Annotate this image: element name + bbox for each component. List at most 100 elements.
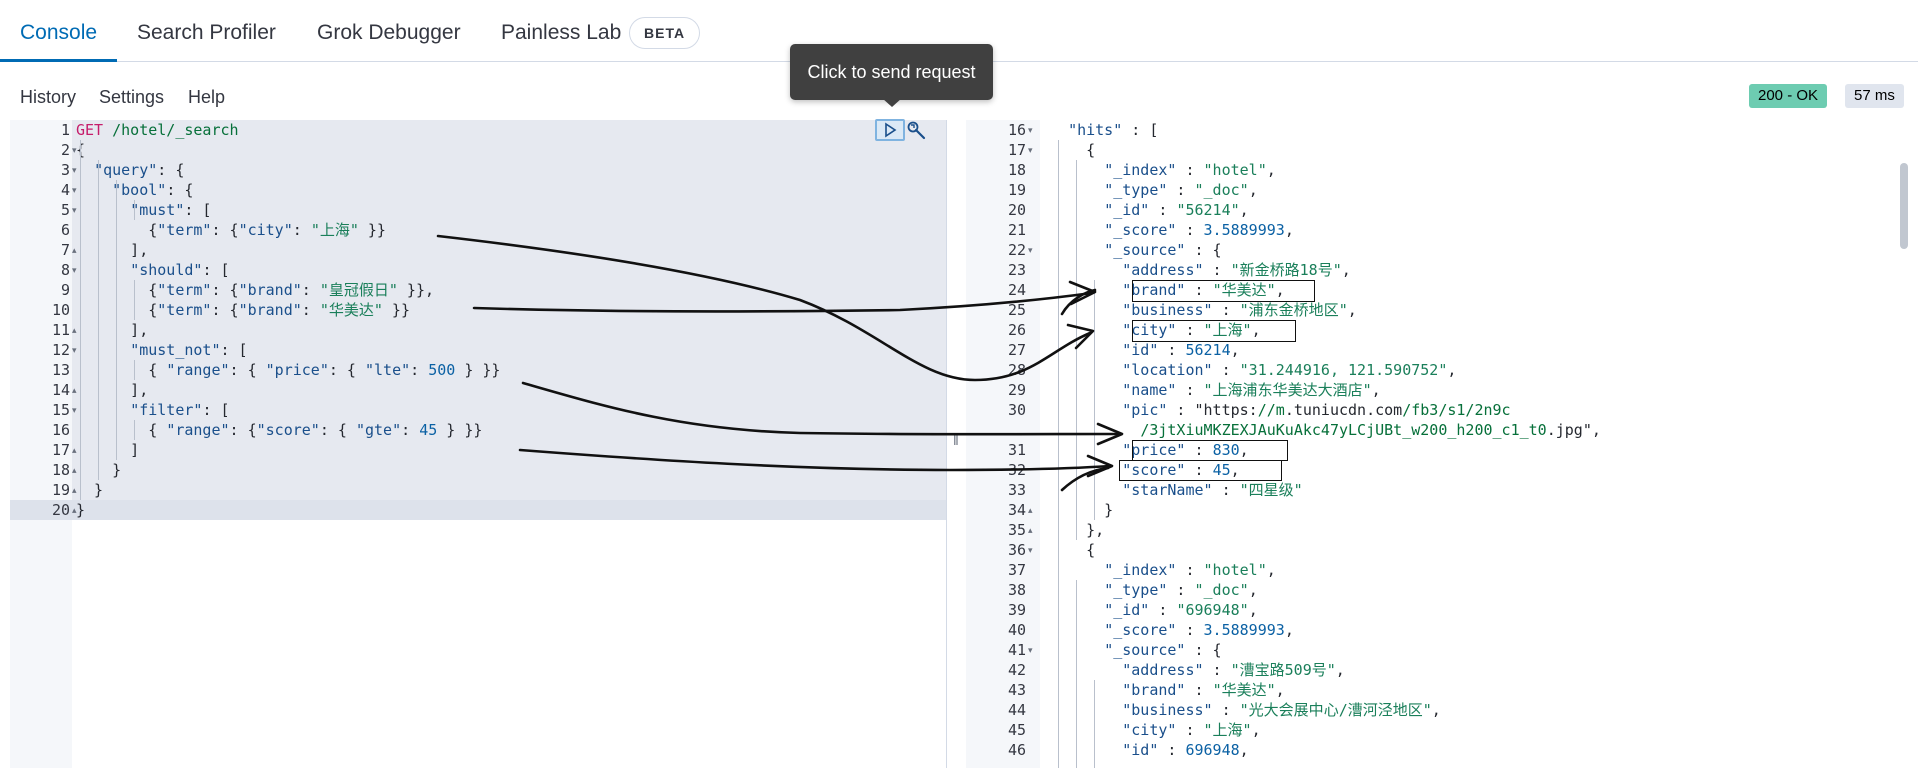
response-code-line: "id" : 696948,	[1122, 741, 1249, 759]
tooltip-arrow	[882, 98, 902, 107]
response-line-number: 31	[1007, 441, 1026, 459]
highlight-box-score	[1119, 460, 1282, 481]
response-line-number: 30	[1007, 401, 1026, 419]
response-line-number: 40	[1007, 621, 1026, 639]
fold-toggle-icon[interactable]: ▾	[1028, 545, 1033, 555]
indent-guide	[98, 160, 99, 480]
request-selection-highlight	[72, 120, 946, 520]
response-line-number: 32	[1007, 461, 1026, 479]
request-code-line: {"term": {"brand": "皇冠假日" }},	[76, 281, 435, 299]
fold-toggle-icon[interactable]: ▾	[72, 405, 77, 415]
indent-guide	[134, 280, 135, 320]
active-line-highlight	[10, 500, 946, 520]
response-line-number: 24	[1007, 281, 1026, 299]
indent-guide	[1094, 280, 1095, 520]
response-code-line: "hits" : [	[1068, 121, 1159, 139]
request-code-line: ],	[76, 381, 149, 399]
response-line-number: 46	[1007, 741, 1026, 759]
response-code-line: }	[1050, 501, 1114, 519]
response-line-number: 36	[1007, 541, 1026, 559]
response-line-number: 44	[1007, 701, 1026, 719]
response-line-number: 34	[1007, 501, 1026, 519]
request-line-number: 7	[60, 241, 70, 259]
fold-toggle-icon[interactable]: ▴	[72, 485, 77, 495]
fold-toggle-icon[interactable]: ▴	[1028, 505, 1033, 515]
response-scrollbar[interactable]	[1900, 163, 1908, 249]
response-code-line: "business" : "浦东金桥地区",	[1122, 301, 1357, 319]
history-menu[interactable]: History	[20, 87, 77, 107]
response-code-line: "city" : "上海",	[1122, 721, 1261, 739]
request-line-number: 9	[60, 281, 70, 299]
response-code-line: "_source" : {	[1104, 241, 1222, 259]
indent-guide	[134, 420, 135, 440]
tab-search-profiler[interactable]: Search Profiler	[137, 21, 276, 44]
request-code-line: {"term": {"city": "上海" }}	[76, 221, 386, 239]
fold-toggle-icon[interactable]: ▾	[72, 265, 77, 275]
response-code-line: },	[1050, 521, 1105, 539]
beta-badge: BETA	[629, 17, 701, 49]
request-line-number: 16	[51, 421, 70, 439]
request-code-line: ]	[76, 441, 140, 459]
request-line-number: 14	[51, 381, 70, 399]
request-code-line: }	[76, 501, 86, 519]
request-line-number: 18	[51, 461, 70, 479]
indent-guide	[1058, 140, 1059, 768]
resizer-grip-icon[interactable]: ‖	[953, 432, 959, 448]
response-line-number: 23	[1007, 261, 1026, 279]
fold-toggle-icon[interactable]: ▾	[72, 205, 77, 215]
response-line-number: 18	[1007, 161, 1026, 179]
request-code-line: "should": [	[130, 261, 230, 279]
fold-toggle-icon[interactable]: ▾	[72, 185, 77, 195]
fold-toggle-icon[interactable]: ▾	[72, 145, 77, 155]
settings-menu[interactable]: Settings	[99, 87, 165, 107]
response-code-line: "score" : 45,	[1122, 461, 1240, 479]
response-code-line: "id" : 56214,	[1122, 341, 1240, 359]
response-code-line: "brand" : "华美达",	[1122, 681, 1285, 699]
response-line-number: 42	[1007, 661, 1026, 679]
fold-toggle-icon[interactable]: ▴	[72, 385, 77, 395]
response-code-line: "address" : "漕宝路509号",	[1122, 661, 1345, 679]
tab-painless-lab[interactable]: Painless Lab	[501, 21, 622, 44]
request-gutter	[10, 120, 72, 768]
tab-grok-debugger[interactable]: Grok Debugger	[317, 21, 461, 44]
response-line-number: 28	[1007, 361, 1026, 379]
response-code-line: "_source" : {	[1104, 641, 1222, 659]
fold-toggle-icon[interactable]: ▾	[1028, 645, 1033, 655]
response-line-number: 19	[1007, 181, 1026, 199]
request-code-line: }	[76, 481, 104, 499]
indent-guide	[80, 140, 81, 500]
response-code-line: "location" : "31.244916, 121.590752",	[1122, 361, 1457, 379]
fold-toggle-icon[interactable]: ▴	[72, 445, 77, 455]
fold-toggle-icon[interactable]: ▴	[1028, 525, 1033, 535]
response-code-line: "_index" : "hotel",	[1104, 161, 1276, 179]
response-line-number: 16	[1007, 121, 1026, 139]
send-request-button[interactable]	[875, 119, 905, 141]
request-code-line: "filter": [	[130, 401, 230, 419]
response-line-number: 33	[1007, 481, 1026, 499]
response-line-number: 22	[1007, 241, 1026, 259]
indent-guide	[134, 200, 135, 220]
request-code-line: "bool": {	[112, 181, 194, 199]
fold-toggle-icon[interactable]: ▾	[1028, 145, 1033, 155]
fold-toggle-icon[interactable]: ▴	[72, 325, 77, 335]
tab-console[interactable]: Console	[20, 21, 98, 44]
response-line-number: 45	[1007, 721, 1026, 739]
request-code-line: {"term": {"brand": "华美达" }}	[76, 301, 410, 319]
fold-toggle-icon[interactable]: ▾	[1028, 125, 1033, 135]
response-code-line: "_type" : "_doc",	[1104, 581, 1258, 599]
response-line-number: 37	[1007, 561, 1026, 579]
response-code-line: "_index" : "hotel",	[1104, 561, 1276, 579]
response-line-number: 21	[1007, 221, 1026, 239]
request-line-number: 11	[51, 321, 70, 339]
response-code-line: /3jtXiuMKZEXJAuKuAkc47yLCjUBt_w200_h200_…	[1140, 421, 1601, 439]
response-code-line: "name" : "上海浦东华美达大酒店",	[1122, 381, 1381, 399]
fold-toggle-icon[interactable]: ▴	[72, 465, 77, 475]
highlight-box-brand	[1132, 280, 1315, 302]
request-options-button[interactable]	[906, 120, 928, 147]
help-menu[interactable]: Help	[188, 87, 226, 107]
fold-toggle-icon[interactable]: ▾	[72, 345, 77, 355]
fold-toggle-icon[interactable]: ▾	[72, 165, 77, 175]
fold-toggle-icon[interactable]: ▴	[72, 505, 77, 515]
fold-toggle-icon[interactable]: ▾	[1028, 245, 1033, 255]
fold-toggle-icon[interactable]: ▴	[72, 245, 77, 255]
